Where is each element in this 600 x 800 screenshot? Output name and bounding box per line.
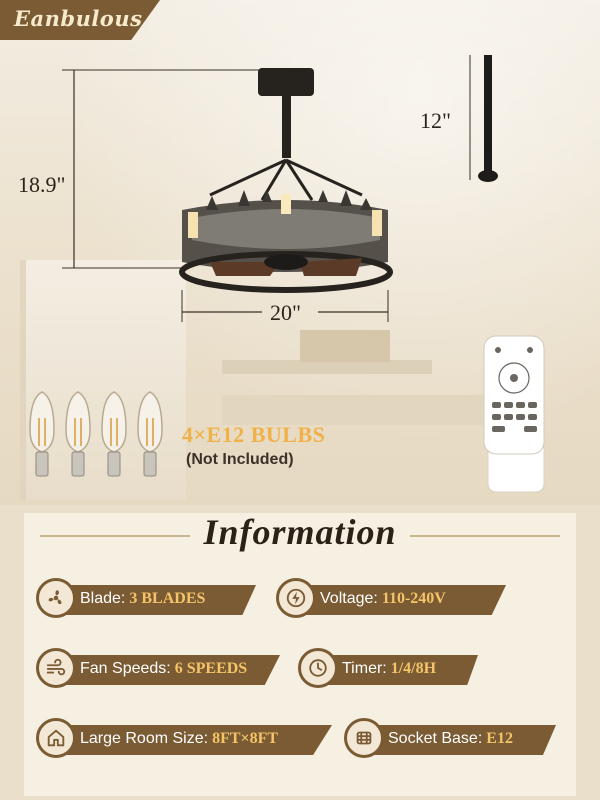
- spec-label: Blade:: [80, 590, 126, 607]
- spec-fan-speeds-bar: [62, 655, 280, 685]
- spec-label: Socket Base:: [388, 730, 483, 747]
- spec-blade: Blade:3 BLADES: [36, 578, 256, 618]
- spec-voltage: Voltage:110-240V: [276, 578, 506, 618]
- socket-icon: [344, 718, 384, 758]
- spec-room-size-bar: [62, 725, 332, 755]
- spec-value: 110-240V: [381, 590, 446, 607]
- brand-logo-tag: [0, 0, 160, 40]
- spec-value: 1/4/8H: [390, 660, 437, 677]
- spec-room-size-text: Large Room Size:8FT×8FT: [80, 730, 278, 748]
- spec-room-size: Large Room Size:8FT×8FT: [36, 718, 332, 758]
- spec-label: Voltage:: [320, 590, 378, 607]
- bulb-count-label: 4×E12 BULBS: [182, 422, 326, 447]
- spec-voltage-bar: [302, 585, 506, 615]
- remote-control: [483, 335, 545, 493]
- spec-label: Fan Speeds:: [80, 660, 171, 677]
- home-icon: [36, 718, 76, 758]
- spec-timer: Timer:1/4/8H: [298, 648, 478, 688]
- spec-value: 6 SPEEDS: [174, 660, 248, 677]
- spec-socket-base-bar: [370, 725, 556, 755]
- spec-blade-text: Blade:3 BLADES: [80, 590, 205, 608]
- spec-value: 3 BLADES: [129, 590, 206, 607]
- spec-label: Large Room Size:: [80, 730, 209, 747]
- background-shelf: [222, 360, 432, 374]
- bulb-note: (Not Included): [186, 451, 294, 468]
- spec-value: 8FT×8FT: [212, 730, 279, 747]
- spec-value: E12: [486, 730, 513, 747]
- title-divider-left: [40, 535, 190, 537]
- spec-fan-speeds: Fan Speeds:6 SPEEDS: [36, 648, 280, 688]
- lightning-icon: [276, 578, 316, 618]
- spec-voltage-text: Voltage:110-240V: [320, 590, 446, 608]
- title-divider-right: [410, 535, 560, 537]
- brand-logo: Eanbulous: [14, 6, 143, 31]
- clock-icon: [298, 648, 338, 688]
- downrod-dimension-label: 12": [420, 108, 451, 133]
- bulb-icon: [29, 391, 163, 453]
- spec-blade-bar: [62, 585, 256, 615]
- bulb-illustration: [29, 391, 163, 477]
- spec-socket-base: Socket Base:E12: [344, 718, 556, 758]
- information-title: Information: [203, 512, 397, 552]
- fan-icon: [36, 578, 76, 618]
- wind-icon: [36, 648, 76, 688]
- fan-illustration: [62, 55, 498, 322]
- spec-label: Timer:: [342, 660, 387, 677]
- spec-socket-base-text: Socket Base:E12: [388, 730, 513, 748]
- spec-timer-bar: [324, 655, 478, 685]
- spec-timer-text: Timer:1/4/8H: [342, 660, 436, 678]
- height-dimension-label: 18.9": [18, 172, 66, 197]
- spec-fan-speeds-text: Fan Speeds:6 SPEEDS: [80, 660, 247, 678]
- background-cabinet: [300, 330, 390, 362]
- width-dimension-label: 20": [270, 300, 301, 325]
